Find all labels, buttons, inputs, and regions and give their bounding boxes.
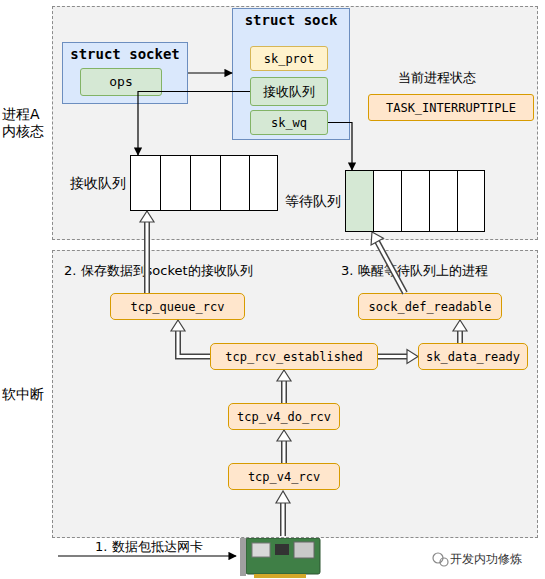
- card-arrow-inner: [282, 502, 285, 537]
- arrow-head: [277, 430, 291, 441]
- arrow-outline: [457, 331, 463, 343]
- step-label: 1. 数据包抵达网卡: [95, 539, 240, 555]
- queue-cell: [346, 171, 374, 231]
- node-text: sock_def_readable: [359, 299, 501, 313]
- flow-arrow: [453, 320, 467, 343]
- arrow-head: [171, 320, 185, 331]
- node-text: 接收队列: [251, 84, 327, 100]
- function-box: tcp_v4_do_rcv: [228, 403, 340, 430]
- card-port: [294, 542, 314, 558]
- flow-arrow: [171, 320, 210, 357]
- icon-bubble: [433, 553, 443, 563]
- kernel-band: 进程A 内核态struct socketopsstruct socksk_pro…: [52, 6, 538, 240]
- node-text: struct sock: [233, 12, 349, 29]
- queue-cell: [221, 156, 250, 210]
- queue-cell: [131, 156, 161, 210]
- step-label: 2. 保存数据到socket的接收队列: [64, 263, 314, 279]
- struct-box: struct socket ops: [62, 42, 188, 104]
- node-text: 接收队列: [64, 175, 126, 192]
- node-text: TASK_INTERRUPTIPLE: [369, 100, 533, 114]
- card-chip: [275, 544, 289, 555]
- node-text: struct socket: [63, 46, 187, 63]
- arrow-head: [277, 370, 291, 381]
- queue-cell: [402, 171, 430, 231]
- card-chip: [252, 543, 270, 557]
- arrow-head: [371, 232, 383, 245]
- arrow-outline: [378, 354, 407, 360]
- arrival-arrow: [58, 555, 236, 556]
- node-text: 进程A 内核态: [2, 106, 48, 140]
- arrow-outline: [178, 331, 210, 357]
- card-connector: [254, 574, 306, 578]
- card-board: [246, 538, 320, 574]
- function-box: tcp_v4_rcv: [228, 463, 340, 490]
- card-arrow-head: [276, 491, 290, 503]
- field-box: sk_wq: [250, 110, 328, 135]
- arrow-outline: [377, 242, 405, 293]
- network-card: [240, 536, 320, 578]
- pointer-arrow: [138, 92, 250, 156]
- node-text: sk_wq: [251, 115, 327, 129]
- flow-arrow: [277, 430, 291, 463]
- pointer-arrow: [328, 123, 352, 171]
- queue-cell: [191, 156, 221, 210]
- arrow-inner: [377, 242, 405, 293]
- function-box: tcp_rcv_established: [210, 343, 378, 370]
- queue-cell: [430, 171, 458, 231]
- icon-bubble: [440, 558, 448, 566]
- step-label: 3. 唤醒等待队列上的进程: [341, 263, 541, 279]
- queue-box: 等待队列: [345, 170, 485, 232]
- arrow-inner: [146, 222, 149, 293]
- function-box: tcp_queue_rcv: [110, 293, 245, 320]
- field-box: sk_prot: [250, 46, 328, 71]
- queue-cell: [374, 171, 402, 231]
- node-text: sk_data_ready: [419, 349, 527, 363]
- state-box: TASK_INTERRUPTIPLE: [368, 94, 534, 121]
- arrow-inner: [178, 331, 210, 357]
- queue-box: 接收队列: [130, 155, 278, 211]
- node-text: tcp_v4_do_rcv: [229, 409, 339, 423]
- node-text: tcp_queue_rcv: [111, 299, 244, 313]
- field-box: ops: [80, 68, 162, 96]
- card-arrow-outer: [280, 502, 286, 536]
- arrow-inner: [378, 355, 407, 358]
- queue-cell: [161, 156, 191, 210]
- struct-box: struct sock sk_prot 接收队列 sk_wq: [232, 8, 350, 140]
- arrow-inner: [283, 441, 286, 463]
- arrow-outline: [281, 441, 287, 463]
- arrow-line: [328, 123, 352, 171]
- arrow-outline: [144, 222, 150, 293]
- arrow-inner: [459, 331, 462, 343]
- arrow-head: [140, 211, 154, 222]
- packet-arrow: [58, 491, 290, 556]
- field-box: 接收队列: [250, 77, 328, 106]
- function-box: sk_data_ready: [418, 343, 528, 370]
- watermark-icon: [433, 553, 448, 566]
- flow-arrow: [277, 370, 291, 403]
- arrow-head: [453, 320, 467, 331]
- node-text: sk_prot: [251, 51, 327, 65]
- node-text: 软中断: [2, 386, 48, 403]
- function-box: sock_def_readable: [358, 293, 502, 320]
- arrow-head: [407, 350, 418, 364]
- watermark: 开发内功修炼: [450, 552, 542, 566]
- arrow-inner: [283, 381, 286, 403]
- flow-arrow: [140, 211, 154, 293]
- node-text: tcp_v4_rcv: [229, 469, 339, 483]
- node-text: 等待队列: [279, 193, 341, 210]
- arrow-line: [138, 92, 250, 156]
- arrow-outline: [281, 381, 287, 403]
- flow-arrow: [378, 350, 418, 364]
- flow-arrow: [371, 232, 405, 293]
- node-text: ops: [81, 74, 161, 90]
- card-bracket: [240, 536, 246, 576]
- softirq-band: 软中断tcp_queue_rcvsock_def_readabletcp_rcv…: [52, 250, 538, 538]
- node-text: tcp_rcv_established: [211, 349, 377, 363]
- pointer-arrow: [188, 73, 232, 74]
- arrow-line: [188, 72, 232, 73]
- state-heading: 当前进程状态: [398, 70, 510, 86]
